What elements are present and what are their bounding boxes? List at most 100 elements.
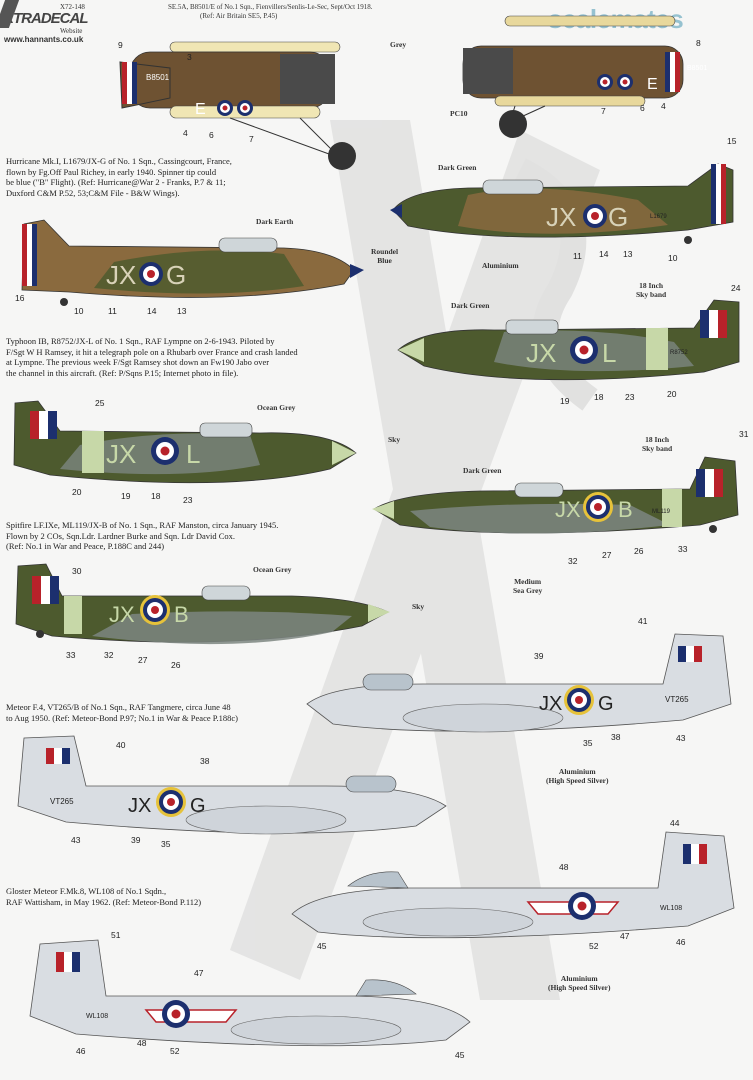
callout-10c: 10 xyxy=(74,306,84,316)
meteor8-right-serial: WL108 xyxy=(660,905,682,912)
callout-19: 19 xyxy=(560,396,570,406)
callout-20: 20 xyxy=(667,389,677,399)
note-pc10: PC10 xyxy=(450,109,468,118)
typhoon-right-profile: JX L R8752 xyxy=(397,299,740,381)
callout-24: 24 xyxy=(731,283,741,293)
typhoon-left-profile: JX L xyxy=(13,400,357,484)
callout-48c: 48 xyxy=(137,1038,147,1048)
callout-13c: 13 xyxy=(177,306,187,316)
spitfire-right-serial: ML119 xyxy=(652,509,671,515)
callout-52c: 52 xyxy=(170,1046,180,1056)
hurricane-right-code: JX xyxy=(546,202,576,232)
meteor4-right-code: JX xyxy=(539,693,562,715)
callout-43: 43 xyxy=(676,733,686,743)
hurricane-left-profile: JX G xyxy=(21,219,364,306)
meteor4-right-serial: VT265 xyxy=(665,695,689,704)
callout-32: 32 xyxy=(568,556,578,566)
meteor4-left-code: JX xyxy=(128,795,151,817)
brand-logo: XTRADECAL xyxy=(4,10,88,27)
callout-38c: 38 xyxy=(200,756,210,766)
note-dark-green-3: Dark Green xyxy=(463,466,502,475)
callout-45c: 45 xyxy=(455,1050,465,1060)
callout-44: 44 xyxy=(670,818,680,828)
typhoon-right-code: JX xyxy=(526,338,556,368)
se5-right-serial: B8501 xyxy=(687,65,707,72)
callout-7: 7 xyxy=(249,134,254,144)
spitfire-right-profile: JX B ML119 xyxy=(372,456,739,534)
note-alu-hss-1: Aluminium(High Speed Silver) xyxy=(546,767,609,785)
callout-16: 16 xyxy=(15,293,25,303)
note-grey: Grey xyxy=(390,40,407,49)
spitfire-right-letter: B xyxy=(618,497,633,522)
callout-52: 52 xyxy=(589,941,599,951)
callout-15: 15 xyxy=(727,136,737,146)
hurricane-right-serial: L1679 xyxy=(650,214,667,220)
se5-left-serial: B8501 xyxy=(146,73,170,82)
meteor4-left-serial: VT265 xyxy=(50,797,74,806)
meteor-f8-left-profile: WL108 xyxy=(29,939,471,1047)
callout-27: 27 xyxy=(602,550,612,560)
callout-48: 48 xyxy=(559,862,569,872)
callout-6: 6 xyxy=(209,130,214,140)
callout-14: 14 xyxy=(599,249,609,259)
note-ocean-grey-2: Ocean Grey xyxy=(253,565,292,574)
callout-26c: 26 xyxy=(171,660,181,670)
meteor8-left-serial: WL108 xyxy=(86,1013,108,1020)
intro-line-2: (Ref: Air Britain SE5, P.45) xyxy=(200,12,278,20)
callout-4b: 4 xyxy=(661,101,666,111)
se5-right-letter: E xyxy=(647,76,658,93)
website-label: Website xyxy=(60,27,83,35)
meteor4-left-letter: G xyxy=(190,795,206,817)
callout-10: 10 xyxy=(668,253,678,263)
callout-27c: 27 xyxy=(138,655,148,665)
callout-20c: 20 xyxy=(72,487,82,497)
caption-meteor-f4: Meteor F.4, VT265/B of No.1 Sqn., RAF Ta… xyxy=(6,702,239,723)
callout-4: 4 xyxy=(183,128,188,138)
typhoon-right-letter: L xyxy=(602,338,616,368)
hurricane-right-profile: JX G L1679 xyxy=(390,163,734,244)
typhoon-left-code: JX xyxy=(106,439,136,469)
caption-hurricane: Hurricane Mk.I, L1679/JX-G of No. 1 Sqn.… xyxy=(6,156,232,198)
website-url[interactable]: www.hannants.co.uk xyxy=(4,35,84,44)
callout-11c: 11 xyxy=(108,306,117,316)
caption-typhoon: Typhoon IB, R8752/JX-L of No. 1 Sqn., RA… xyxy=(6,336,298,378)
intro-line-1: SE.5A, B8501/E of No.1 Sqn., Fienvillers… xyxy=(168,3,373,11)
callout-23: 23 xyxy=(625,392,635,402)
meteor4-right-letter: G xyxy=(598,693,614,715)
callout-23c: 23 xyxy=(183,495,193,505)
callout-47: 47 xyxy=(620,931,630,941)
spitfire-right-code: JX xyxy=(555,497,581,522)
callout-33c: 33 xyxy=(66,650,76,660)
typhoon-left-letter: L xyxy=(186,439,200,469)
note-dark-earth: Dark Earth xyxy=(256,217,294,226)
note-ocean-grey-1: Ocean Grey xyxy=(257,403,296,412)
spitfire-left-profile: JX B xyxy=(15,563,390,645)
callout-19c: 19 xyxy=(121,491,131,501)
note-sky-1: Sky xyxy=(388,435,401,444)
hurricane-left-code: JX xyxy=(106,260,136,290)
callout-25: 25 xyxy=(95,398,105,408)
callout-40: 40 xyxy=(116,740,126,750)
typhoon-right-serial: R8752 xyxy=(670,350,688,356)
spitfire-left-code: JX xyxy=(109,602,135,627)
callout-26: 26 xyxy=(634,546,644,556)
se5a-right-profile: E B8501 xyxy=(462,15,707,138)
callout-11: 11 xyxy=(573,251,582,261)
callout-45: 45 xyxy=(317,941,327,951)
meteor-f4-right-profile: JX G VT265 xyxy=(306,633,732,733)
callout-3: 3 xyxy=(187,52,192,62)
callout-33: 33 xyxy=(678,544,688,554)
caption-meteor-f8: Gloster Meteor F.Mk.8, WL108 of No.1 Sqd… xyxy=(6,886,202,907)
callout-39: 39 xyxy=(534,651,544,661)
callout-31: 31 xyxy=(739,429,749,439)
callout-47c: 47 xyxy=(194,968,204,978)
note-aluminium: Aluminium xyxy=(482,261,519,270)
note-dark-green-2: Dark Green xyxy=(451,301,490,310)
callout-46: 46 xyxy=(676,937,686,947)
callout-38: 38 xyxy=(611,732,621,742)
meteor-f4-left-profile: JX G VT265 xyxy=(17,735,447,835)
